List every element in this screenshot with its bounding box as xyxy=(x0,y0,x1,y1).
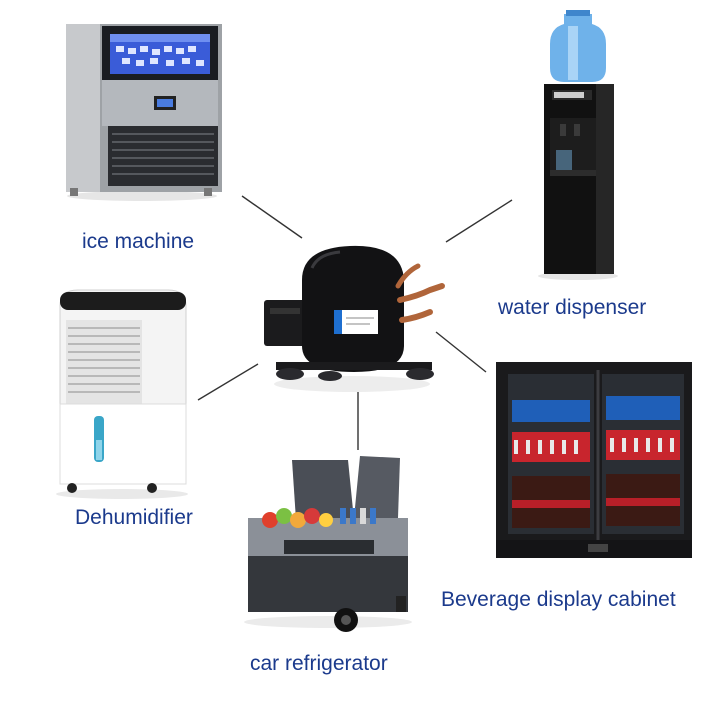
connector-ice-machine xyxy=(241,195,303,239)
label-water-dispenser: water dispenser xyxy=(498,296,647,319)
label-beverage-display-cabinet: Beverage display cabinet xyxy=(441,588,676,611)
ice-machine-icon xyxy=(66,24,222,201)
connectors xyxy=(197,195,513,450)
water-dispenser-icon xyxy=(538,10,618,280)
compressor-icon xyxy=(264,245,445,392)
label-ice-machine: ice machine xyxy=(82,230,195,253)
label-dehumidifier: Dehumidifier xyxy=(75,506,193,529)
label-car-refrigerator: car refrigerator xyxy=(250,652,388,675)
car-refrigerator-icon xyxy=(244,456,412,632)
connector-beverage-cabinet xyxy=(435,331,487,373)
beverage-cabinet-icon xyxy=(496,362,692,558)
connector-dehumidifier xyxy=(197,363,259,401)
dehumidifier-icon xyxy=(56,289,188,499)
connector-water-dispenser xyxy=(445,199,513,243)
